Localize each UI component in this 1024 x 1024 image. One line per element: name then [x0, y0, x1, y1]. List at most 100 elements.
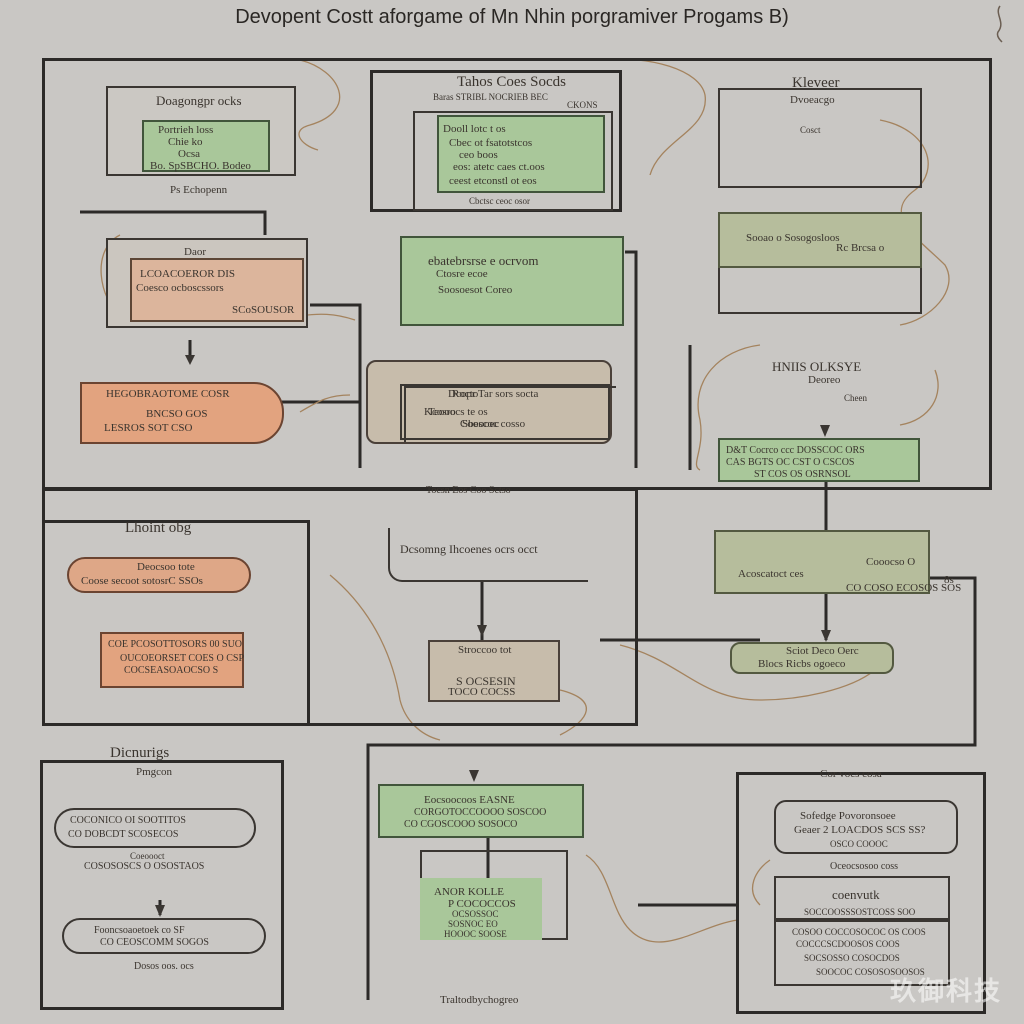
doagong-node[interactable]: Portrieh loss Chie ko Ocsa Bo. SpSBCHO. … — [142, 120, 270, 172]
daor-panel: Daor LCOACOEROR DIS Coesco ocboscssors S… — [106, 238, 308, 328]
node-line: Dosos oos. ocs — [134, 961, 194, 972]
dicnurigs-node-1[interactable]: COCONICO OI SOOTITOS CO DOBCDT SCOSECOS — [54, 808, 256, 848]
thick-connector — [310, 303, 362, 468]
curved-link — [695, 344, 761, 471]
daor-node[interactable]: LCOACOEROR DIS Coesco ocboscssors SCoSOU… — [130, 258, 304, 322]
sciot-node[interactable]: Sciot Deco Oerc Blocs Ricbs ogoeco — [730, 642, 894, 674]
node-line: CO COSO ECOSOS SOS — [846, 582, 962, 594]
panel-title: Kleveer — [792, 75, 840, 91]
node-line: CORGOTOCCOOOO SOSCOO — [414, 807, 547, 818]
node-line: Deocsoo tote — [137, 561, 195, 573]
lhoint-node[interactable]: Deocsoo tote Coose secoot sotosrC SSOs — [67, 557, 251, 593]
dicnurigs-node-2[interactable]: Fooncsoaoetoek co SF CO CEOSCOMM SOGOS — [62, 918, 266, 954]
cooocso-node[interactable]: Cooocso O Acoscatoct ces CO COSO ECOSOS … — [714, 530, 961, 594]
node-line: OCSOSSOC — [452, 909, 499, 919]
panel-label: Tocsn Eos Coo Sctso — [426, 485, 511, 496]
node-line: ebatebrsrse e ocrvom — [428, 253, 539, 268]
node-line: OUCOEORSET COES O CSP — [120, 653, 245, 664]
kleveer-panel: Kleveer Dvoeacgo Cosct — [718, 75, 922, 188]
node-line: ceest etconstl ot eos — [449, 175, 537, 187]
node-line: Sooao o Sosogosloos — [746, 232, 840, 244]
node-line: CO DOBCDT SCOSECOS — [68, 829, 179, 840]
node-line: HEGOBRAOTOME COSR — [106, 388, 230, 400]
bottom-right-frame — [736, 772, 986, 1014]
node-line: TOCO COCSS — [448, 686, 516, 698]
node-line: SOCSOSSO COSOCDOS — [804, 953, 900, 963]
node-line: COCCCSCDOOSOS COOS — [796, 939, 900, 949]
curved-link — [585, 854, 739, 943]
anor-node[interactable]: ANOR KOLLE P COCOCCOS OCSOSSOC SOSNOC EO… — [420, 878, 542, 940]
arrow-head — [185, 355, 195, 365]
curved-link — [619, 644, 876, 701]
tahos-panel: Tahos Coes Socds Baras STRIBL NOCRIEB BE… — [370, 70, 622, 212]
node-line: Bo. SpSBCHO. Bodeo — [150, 160, 251, 172]
sofedge-node[interactable]: Sofedge Povoronsoee Geaer 2 LOACDOS SCS … — [774, 800, 958, 854]
rocto-inner — [404, 386, 616, 442]
node-line: CO CEOSCOMM SOGOS — [100, 937, 209, 948]
tahos-node[interactable]: Dooll lotc t os Cbec ot fsatotstcos ceo … — [437, 115, 605, 193]
node-line: Oceocsosoo coss — [830, 861, 899, 872]
panel-subtitle: Baras STRIBL NOCRIEB BEC — [433, 92, 548, 102]
node-line: LCOACOEROR DIS — [140, 268, 236, 280]
node-line: Portrieh loss — [158, 124, 214, 136]
dcopr-frame: Dcopr Tar sors socta Teooocs te os Coosc… — [400, 384, 610, 440]
node-line: Coose secoot sotosrC SSOs — [81, 575, 203, 587]
bottom-left-frame — [40, 760, 284, 1010]
node-line: CO CGOSCOOO SOSOCO — [404, 819, 518, 830]
node-line: SOOCOC COSOSOSOOSOS — [816, 967, 925, 977]
node-line: Ctosre ecoe — [436, 268, 488, 280]
side-label: 8s — [944, 574, 954, 586]
node-line: Coeoooct — [130, 851, 165, 861]
panel-subtitle: CKONS — [567, 100, 598, 110]
curved-link — [299, 394, 351, 413]
panel-caption: Ps Echopenn — [170, 184, 228, 196]
coe-node[interactable]: COE PCOSOTTOSORS 00 SUO OUCOEORSET COES … — [100, 632, 244, 688]
thick-connector — [625, 250, 638, 468]
node-line: COCONICO OI SOOTITOS — [70, 815, 186, 826]
node-line: Dooll lotc t os — [443, 123, 506, 135]
node-line: Eocsoocoos EASNE — [424, 794, 515, 806]
node-line: ANOR KOLLE — [434, 886, 504, 898]
panel-title: Dicnurigs — [110, 745, 170, 761]
arrow-head — [155, 905, 165, 917]
arrow-head — [820, 425, 830, 437]
node-line: Kcosro — [424, 406, 456, 418]
coenvutk-node[interactable]: coenvutk SOCCOOSSSOSTCOSS SOO — [774, 876, 950, 920]
hegobra-node[interactable]: HEGOBRAOTOME COSR BNCSO GOS LESROS SOT C… — [80, 382, 284, 444]
node-line: Ocsa — [178, 148, 200, 160]
node-line: Geaer 2 LOACDOS SCS SS? — [794, 824, 926, 836]
dcsomng-frame: Dcsomng Ihcoenes ocrs occt — [388, 528, 588, 582]
curved-link — [751, 859, 771, 906]
eocsoo-node[interactable]: Eocsoocoos EASNE CORGOTOCCOOOO SOSCOO CO… — [378, 784, 584, 838]
kleveer-node[interactable]: Sooao o Sosogosloos Rc Brcsa o — [718, 212, 922, 268]
panel-subtitle: Cosct — [800, 125, 821, 135]
coenvutk-detail: COSOO COCCOSOCOC OS COOS COCCCSCDOOSOS C… — [774, 920, 950, 986]
node-line: Coesco ocboscssors — [136, 282, 224, 294]
node-line: SOSNOC EO — [448, 919, 498, 929]
curved-link — [298, 59, 341, 151]
node-line: SOCCOOSSSOSTCOSS SOO — [804, 907, 916, 917]
node-line: Soosoesot Coreo — [438, 284, 513, 296]
panel-subtitle: Pmgcon — [136, 766, 173, 778]
node-line: coenvutk — [832, 887, 880, 902]
curved-link — [559, 689, 587, 736]
panel-label: Daor — [184, 246, 206, 258]
node-line: Acoscatoct ces — [738, 568, 804, 580]
node-line: HOOOC SOOSE — [444, 929, 507, 939]
node-line: Fooncsoaoetoek co SF — [94, 925, 185, 936]
node-line: S OCSESIN — [456, 674, 516, 688]
stroccoo-node[interactable]: Stroccoo tot S OCSESIN TOCO COCSS — [428, 640, 560, 702]
node-line: ST COS OS OSRNSOL — [754, 469, 851, 480]
thick-connector — [366, 576, 977, 1000]
arrow-head — [477, 625, 487, 637]
node-line: OSCO COOOC — [830, 839, 888, 849]
node-line: Rc Brcsa o — [836, 242, 885, 254]
node-line: COSOO COCCOSOCOC OS COOS — [792, 927, 926, 937]
rocto-node[interactable]: Rocto Kcosro Sbeooec — [366, 360, 616, 444]
panel-title: Tahos Coes Socds — [457, 74, 566, 90]
node-line: Stroccoo tot — [458, 644, 512, 656]
dt-node[interactable]: D&T Cocrco ccc DOSSCOC ORS CAS BGTS OC C… — [718, 438, 920, 482]
node-line: Cbec ot fsatotstcos — [449, 137, 533, 149]
ebate-node[interactable]: ebatebrsrse e ocrvom Ctosre ecoe Soosoes… — [400, 236, 624, 326]
